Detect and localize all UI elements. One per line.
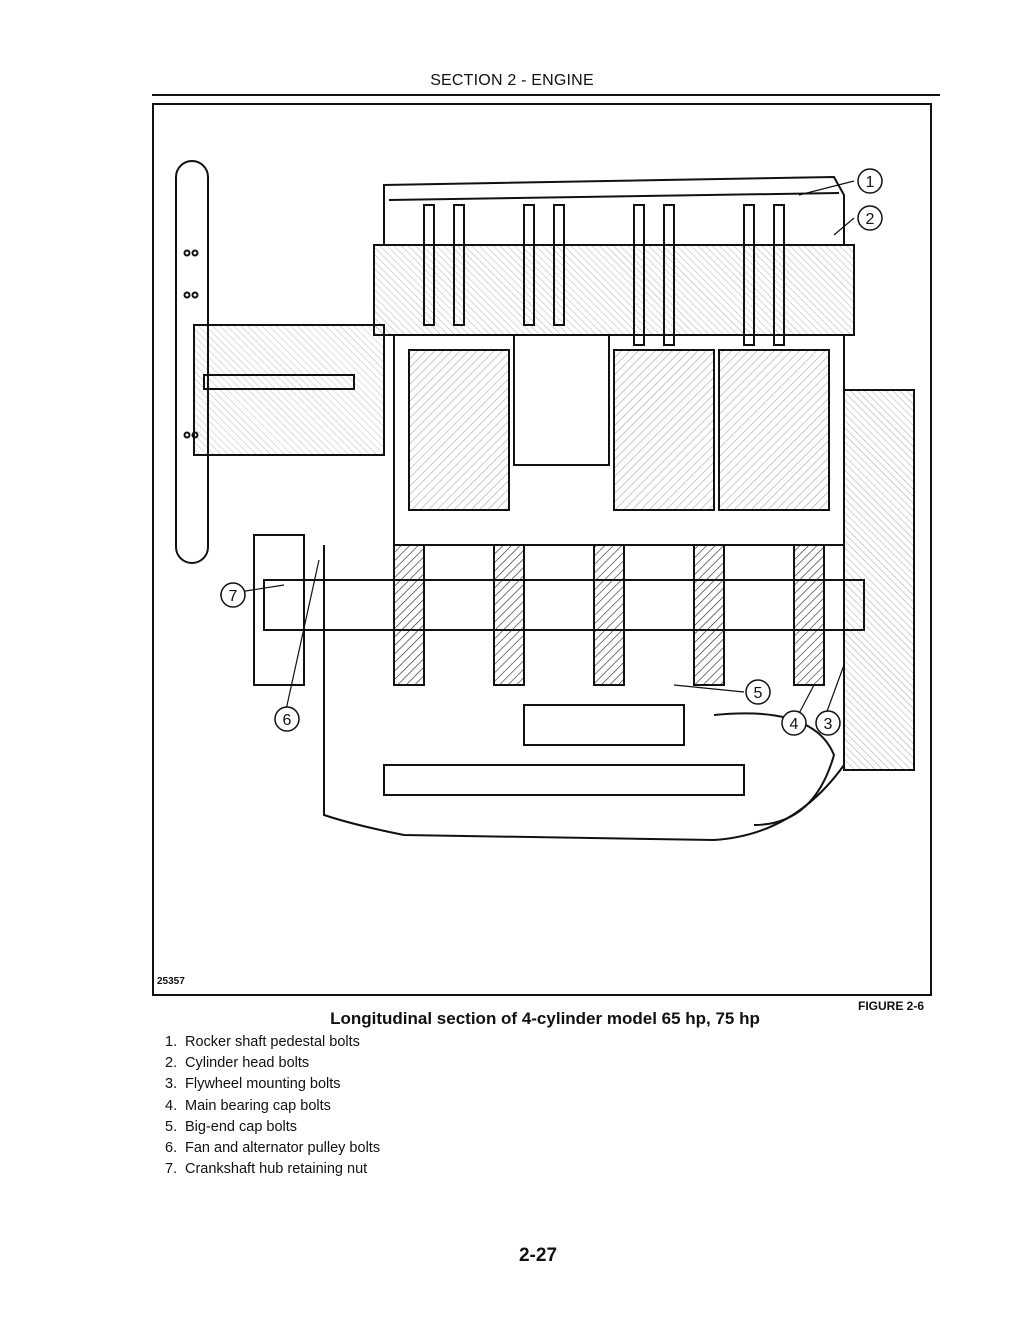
svg-text:2: 2: [866, 211, 875, 228]
legend-item: 3. Flywheel mounting bolts: [165, 1074, 380, 1095]
svg-text:5: 5: [754, 685, 763, 702]
legend-item: 5. Big-end cap bolts: [165, 1117, 380, 1138]
balancer-shaft: [523, 704, 685, 746]
legend-item-number: 2.: [165, 1055, 178, 1072]
legend-item: 7. Crankshaft hub retaining nut: [165, 1159, 380, 1180]
callout-1: 1: [857, 168, 883, 194]
figure-label: FIGURE 2-6: [858, 999, 925, 1013]
legend-item-number: 7.: [165, 1161, 178, 1178]
section-header: SECTION 2 - ENGINE: [430, 72, 594, 89]
lower-shaft: [383, 764, 745, 796]
legend-item-text: Fan and alternator pulley bolts: [185, 1140, 381, 1157]
crank-pulley: [253, 534, 305, 686]
legend-item-number: 4.: [165, 1097, 178, 1114]
legend-item: 2. Cylinder head bolts: [165, 1053, 380, 1074]
engine-section-drawing: 1 2 3 4 5 6 7: [175, 160, 915, 842]
svg-text:4: 4: [790, 716, 799, 733]
callout-3: 3: [815, 710, 841, 736]
svg-text:3: 3: [824, 716, 833, 733]
legend-item-number: 5.: [165, 1118, 178, 1135]
engine-figure: 1 2 3 4 5 6 7: [152, 103, 932, 996]
legend-item: 1. Rocker shaft pedestal bolts: [165, 1032, 380, 1053]
legend-item-text: Crankshaft hub retaining nut: [185, 1161, 368, 1178]
valves: [423, 204, 785, 346]
svg-text:1: 1: [866, 174, 875, 191]
callout-6: 6: [274, 706, 300, 732]
flywheel: [843, 389, 915, 771]
cylinder-head: [373, 244, 855, 336]
legend-item-text: Cylinder head bolts: [185, 1055, 310, 1072]
svg-text:6: 6: [283, 712, 292, 729]
callout-7: 7: [220, 582, 246, 608]
figure-caption: Longitudinal section of 4-cylinder model…: [330, 1009, 760, 1028]
figure-reference-number: 25357: [157, 976, 185, 987]
oil-sump: [323, 545, 845, 842]
crankshaft: [263, 579, 865, 631]
legend-item-text: Main bearing cap bolts: [185, 1097, 331, 1114]
legend-item-number: 6.: [165, 1140, 178, 1157]
callout-2: 2: [857, 205, 883, 231]
legend-item-text: Rocker shaft pedestal bolts: [185, 1034, 360, 1050]
legend-item-number: 1.: [165, 1034, 178, 1050]
legend-list: 1. Rocker shaft pedestal bolts 2. Cylinder…: [165, 1032, 380, 1180]
legend-item-text: Flywheel mounting bolts: [185, 1076, 341, 1093]
piston-section: [513, 334, 610, 466]
page-number: 2-27: [518, 1245, 558, 1266]
legend-item-text: Big-end cap bolts: [185, 1118, 298, 1135]
svg-text:7: 7: [229, 588, 238, 605]
legend-item: 6. Fan and alternator pulley bolts: [165, 1138, 380, 1159]
rocker-cover: [383, 175, 845, 246]
callout-5: 5: [745, 679, 771, 705]
legend-item: 4. Main bearing cap bolts: [165, 1096, 380, 1117]
header-rule: [152, 94, 940, 96]
callout-4: 4: [781, 710, 807, 736]
legend-item-number: 3.: [165, 1076, 178, 1093]
